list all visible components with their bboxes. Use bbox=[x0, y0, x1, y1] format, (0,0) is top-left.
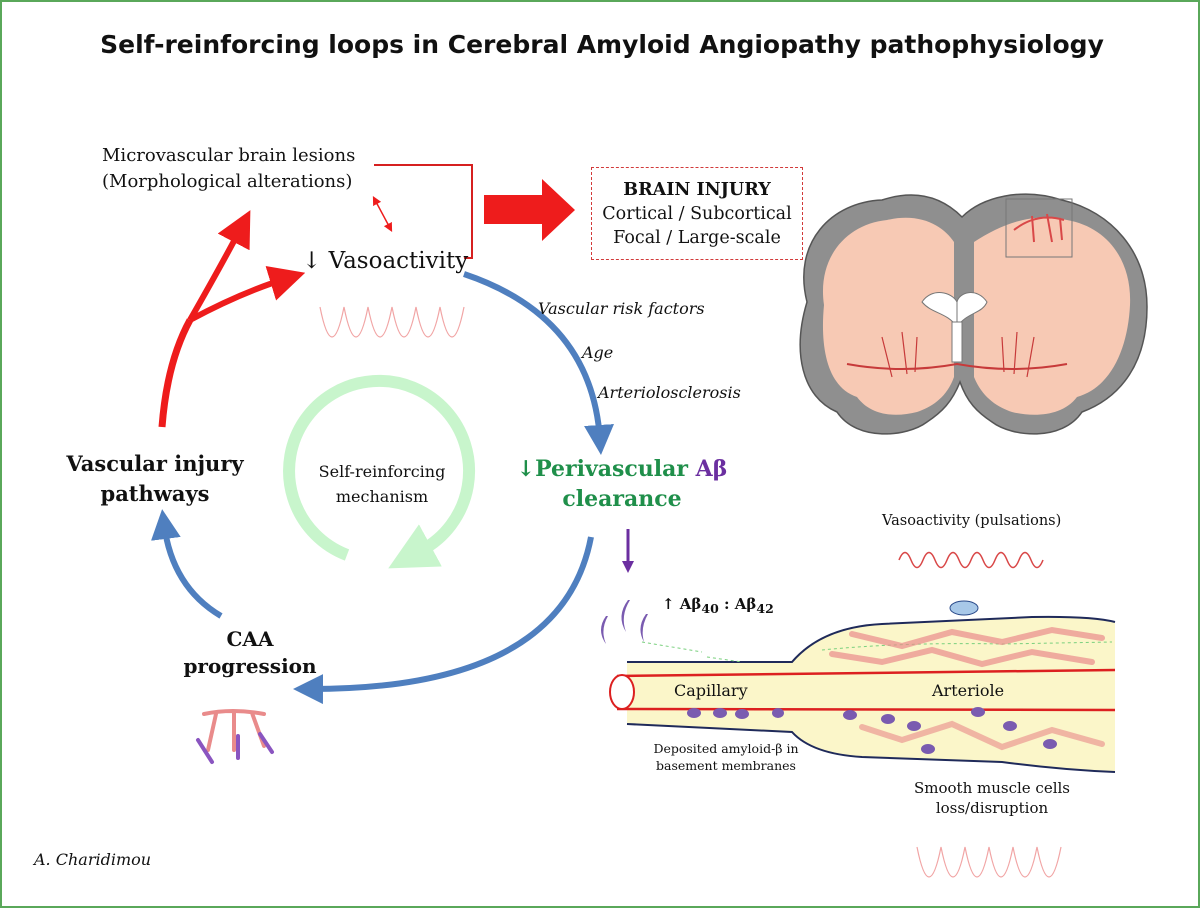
risk-factor-arteriolosclerosis: Arteriolosclerosis bbox=[598, 383, 741, 402]
arteriole-label: Arteriole bbox=[932, 681, 1005, 700]
lesions-line-2: (Morphological alterations) bbox=[102, 171, 353, 192]
vascular-injury-line-2: pathways bbox=[100, 481, 210, 506]
ratio-sub-40: 40 bbox=[701, 601, 719, 616]
caa-line-2: progression bbox=[183, 654, 317, 678]
lesion-bracket bbox=[374, 164, 473, 259]
lesion-vaso-double-arrow bbox=[372, 196, 393, 232]
ratio-mid: : Aβ bbox=[718, 595, 757, 613]
red-arrow-to-lesions bbox=[187, 210, 251, 322]
blue-arc-to-caa bbox=[293, 536, 594, 705]
brain-injury-box: BRAIN INJURY Cortical / Subcortical Foca… bbox=[591, 167, 803, 260]
risk-factor-age: Age bbox=[582, 343, 614, 362]
vessel-illustration bbox=[609, 600, 1116, 773]
capillary-label: Capillary bbox=[674, 681, 748, 700]
brain-injury-line-2: Focal / Large-scale bbox=[613, 228, 781, 248]
vasoactivity-label: ↓ Vasoactivity bbox=[302, 248, 469, 274]
caa-progression-label: CAA progression bbox=[170, 626, 330, 680]
smc-line-1: Smooth muscle cells bbox=[913, 779, 1070, 797]
abeta-ratio-label: ↑ Aβ40 : Aβ42 bbox=[662, 595, 774, 616]
perivascular-abeta: Aβ bbox=[695, 456, 728, 482]
microvascular-lesions-label: Microvascular brain lesions (Morphologic… bbox=[102, 143, 355, 195]
caa-line-1: CAA bbox=[226, 627, 274, 651]
deposited-line-2: basement membranes bbox=[656, 758, 796, 773]
ratio-prefix: ↑ Aβ bbox=[662, 595, 702, 613]
red-arrow-stem bbox=[158, 318, 194, 428]
perivascular-clearance-label: ↓Perivascular Aβ clearance bbox=[508, 454, 736, 514]
lesions-line-1: Microvascular brain lesions bbox=[102, 145, 356, 166]
smooth-muscle-label: Smooth muscle cells loss/disruption bbox=[882, 778, 1102, 818]
figure-title: Self-reinforcing loops in Cerebral Amylo… bbox=[100, 30, 1104, 59]
self-reinforcing-arrow bbox=[283, 374, 476, 569]
caa-vessel-icon bbox=[196, 709, 274, 764]
ratio-sub-42: 42 bbox=[756, 601, 774, 616]
deposited-line-1: Deposited amyloid-β in bbox=[653, 741, 799, 756]
vasoactivity-wave-top bbox=[319, 306, 465, 338]
self-reinforcing-line-2: mechanism bbox=[335, 487, 429, 506]
smc-line-2: loss/disruption bbox=[935, 799, 1049, 817]
self-reinforcing-line-1: Self-reinforcing bbox=[318, 462, 446, 481]
pulsation-wave bbox=[898, 551, 1044, 569]
brain-injury-heading: BRAIN INJURY bbox=[623, 180, 771, 200]
brain-injury-arrow bbox=[484, 179, 575, 241]
blue-arc-to-vascular-injury bbox=[151, 509, 223, 619]
perivascular-line-2: clearance bbox=[562, 486, 682, 512]
vascular-injury-label: Vascular injury pathways bbox=[42, 449, 268, 509]
bottom-wave bbox=[916, 846, 1062, 878]
amyloid-peptides bbox=[601, 600, 648, 644]
vascular-injury-line-1: Vascular injury bbox=[66, 451, 244, 476]
brain-section-illustration bbox=[799, 193, 1148, 435]
perivascular-prefix: ↓Perivascular bbox=[516, 456, 696, 482]
red-arrow-to-vasoactivity bbox=[188, 266, 306, 323]
self-reinforcing-label: Self-reinforcing mechanism bbox=[302, 459, 462, 509]
deposited-amyloid-label: Deposited amyloid-β in basement membrane… bbox=[626, 740, 826, 774]
risk-factor-vascular: Vascular risk factors bbox=[538, 299, 705, 318]
pulsations-label: Vasoactivity (pulsations) bbox=[882, 513, 1062, 529]
author-signature: A. Charidimou bbox=[34, 850, 152, 869]
blue-arc-to-clearance bbox=[463, 271, 614, 455]
brain-injury-line-1: Cortical / Subcortical bbox=[602, 204, 792, 224]
